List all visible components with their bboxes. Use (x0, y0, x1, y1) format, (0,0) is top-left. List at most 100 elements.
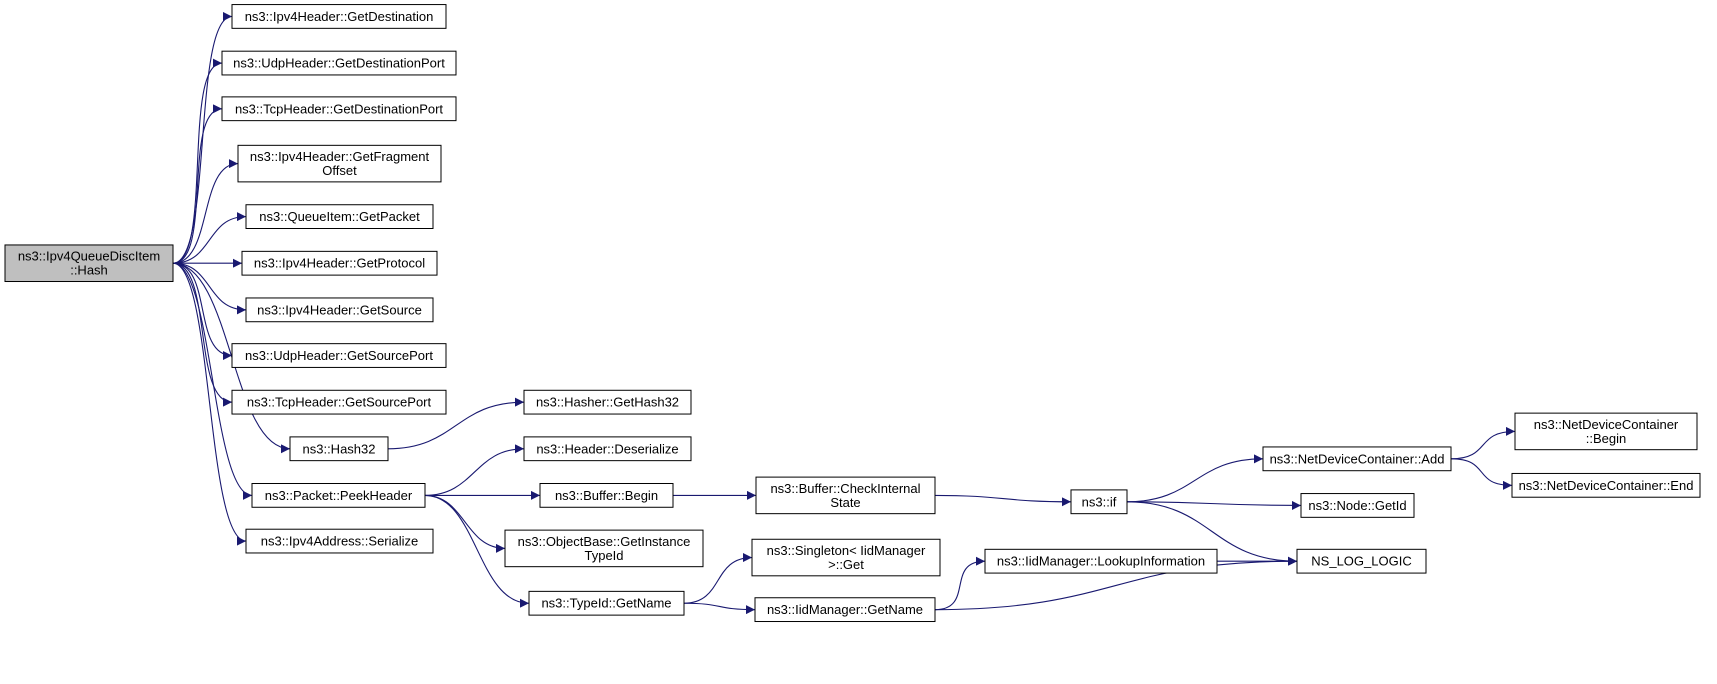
node-label-root: ::Hash (70, 263, 108, 278)
node-ipv4-getdestination[interactable]: ns3::Ipv4Header::GetDestination (231, 4, 447, 29)
edge-packet-peekheader-to-typeid-getname (424, 494, 530, 608)
node-box-iidmanager-getname (754, 597, 936, 623)
edge-iidmanager-getname-to-iidmanager-lookupinformation (934, 556, 986, 611)
node-box-udp-getsourceport (231, 343, 447, 368)
node-netdevicecontainer-end[interactable]: ns3::NetDeviceContainer::End (1511, 472, 1701, 498)
node-label-ns3-if: ns3::if (1082, 494, 1117, 509)
node-label-buffer-begin: ns3::Buffer::Begin (555, 488, 658, 503)
edge-root-to-ipv4-getsource (172, 262, 247, 315)
node-box-hasher-gethash32 (523, 389, 692, 415)
node-udp-getsourceport[interactable]: ns3::UdpHeader::GetSourcePort (231, 343, 447, 368)
node-box-tcp-getdestinationport (221, 96, 457, 122)
node-label-buffer-checkinternalstate: ns3::Buffer::CheckInternal (770, 481, 920, 496)
node-netdevicecontainer-begin[interactable]: ns3::NetDeviceContainer::Begin (1514, 412, 1698, 451)
node-box-ipv4address-serialize (245, 528, 434, 554)
node-iidmanager-getname[interactable]: ns3::IidManager::GetName (754, 597, 936, 623)
node-label-tcp-getsourceport: ns3::TcpHeader::GetSourcePort (247, 395, 432, 410)
node-buffer-begin[interactable]: ns3::Buffer::Begin (539, 483, 674, 508)
node-root[interactable]: ns3::Ipv4QueueDiscItem::Hash (4, 244, 174, 283)
edge-root-to-ipv4-getdestination (172, 12, 233, 264)
node-label-hash32: ns3::Hash32 (303, 441, 376, 456)
node-box-ipv4-getdestination (231, 4, 447, 29)
node-label-typeid-getname: ns3::TypeId::GetName (541, 596, 671, 611)
node-label-packet-peekheader: ns3::Packet::PeekHeader (265, 488, 413, 503)
node-box-ipv4-getfragmentoffset (237, 144, 442, 183)
node-node-getid[interactable]: ns3::Node::GetId (1300, 493, 1415, 518)
edge-root-to-tcp-getdestinationport (172, 104, 223, 264)
edge-netdevicecontainer-add-to-netdevicecontainer-end (1450, 458, 1513, 490)
node-ipv4-getprotocol[interactable]: ns3::Ipv4Header::GetProtocol (241, 250, 438, 276)
node-box-ns3-if (1070, 489, 1128, 515)
edge-root-to-ipv4-getfragmentoffset (172, 159, 239, 264)
edge-ns3-if-to-node-getid (1126, 500, 1302, 510)
node-box-packet-peekheader (251, 483, 426, 508)
node-ipv4address-serialize[interactable]: ns3::Ipv4Address::Serialize (245, 528, 434, 554)
node-label-netdevicecontainer-add: ns3::NetDeviceContainer::Add (1270, 451, 1445, 466)
node-box-buffer-checkinternalstate (755, 476, 936, 515)
node-label-ns-log-logic: NS_LOG_LOGIC (1311, 554, 1411, 569)
node-box-ipv4-getprotocol (241, 250, 438, 276)
node-label-ipv4-getprotocol: ns3::Ipv4Header::GetProtocol (254, 256, 425, 271)
node-label-netdevicecontainer-end: ns3::NetDeviceContainer::End (1519, 478, 1694, 493)
edge-iidmanager-getname-to-ns-log-logic (934, 556, 1298, 611)
node-netdevicecontainer-add[interactable]: ns3::NetDeviceContainer::Add (1262, 446, 1452, 472)
node-box-node-getid (1300, 493, 1415, 518)
edges-layer (172, 12, 1516, 615)
node-box-typeid-getname (528, 590, 685, 616)
node-box-tcp-getsourceport (231, 389, 447, 415)
edge-netdevicecontainer-add-to-netdevicecontainer-begin (1450, 426, 1516, 460)
node-label-ipv4-getfragmentoffset: Offset (322, 163, 357, 178)
node-label-header-deserialize: ns3::Header::Deserialize (536, 441, 678, 456)
node-label-udp-getsourceport: ns3::UdpHeader::GetSourcePort (245, 348, 433, 363)
node-ns-log-logic[interactable]: NS_LOG_LOGIC (1296, 548, 1427, 574)
node-queueitem-getpacket[interactable]: ns3::QueueItem::GetPacket (245, 204, 434, 229)
node-ipv4-getsource[interactable]: ns3::Ipv4Header::GetSource (245, 297, 434, 323)
node-box-queueitem-getpacket (245, 204, 434, 229)
edge-ns3-if-to-ns-log-logic (1126, 501, 1298, 566)
node-iidmanager-lookupinformation[interactable]: ns3::IidManager::LookupInformation (984, 548, 1218, 574)
edge-root-to-ipv4address-serialize (172, 262, 247, 546)
node-box-udp-getdestinationport (221, 50, 457, 76)
node-box-netdevicecontainer-add (1262, 446, 1452, 472)
node-singleton-get[interactable]: ns3::Singleton< IidManager >::Get (751, 538, 941, 577)
node-ns3-if[interactable]: ns3::if (1070, 489, 1128, 515)
edge-root-to-udp-getdestinationport (172, 58, 223, 264)
node-label-root: ns3::Ipv4QueueDiscItem (18, 249, 160, 264)
node-label-ipv4-getdestination: ns3::Ipv4Header::GetDestination (245, 9, 434, 24)
nodes-layer: ns3::Ipv4QueueDiscItem::Hashns3::Ipv4Hea… (4, 4, 1701, 623)
node-hasher-gethash32[interactable]: ns3::Hasher::GetHash32 (523, 389, 692, 415)
node-box-buffer-begin (539, 483, 674, 508)
edge-packet-peekheader-to-header-deserialize (424, 444, 525, 496)
edge-hash32-to-hasher-gethash32 (387, 397, 525, 450)
node-box-header-deserialize (523, 436, 692, 462)
node-hash32[interactable]: ns3::Hash32 (289, 436, 389, 462)
node-label-ipv4-getfragmentoffset: ns3::Ipv4Header::GetFragment (250, 149, 430, 164)
node-label-netdevicecontainer-begin: ::Begin (1586, 431, 1626, 446)
edge-root-to-udp-getsourceport (172, 262, 233, 361)
node-udp-getdestinationport[interactable]: ns3::UdpHeader::GetDestinationPort (221, 50, 457, 76)
node-label-ipv4-getsource: ns3::Ipv4Header::GetSource (257, 302, 422, 317)
node-box-iidmanager-lookupinformation (984, 548, 1218, 574)
node-tcp-getsourceport[interactable]: ns3::TcpHeader::GetSourcePort (231, 389, 447, 415)
node-label-buffer-checkinternalstate: State (830, 495, 860, 510)
node-label-objectbase-getinstancetypeid: ns3::ObjectBase::GetInstance (518, 534, 691, 549)
edge-packet-peekheader-to-objectbase-getinstancetypeid (424, 494, 506, 553)
node-label-ipv4address-serialize: ns3::Ipv4Address::Serialize (261, 534, 419, 549)
node-box-singleton-get (751, 538, 941, 577)
node-packet-peekheader[interactable]: ns3::Packet::PeekHeader (251, 483, 426, 508)
node-tcp-getdestinationport[interactable]: ns3::TcpHeader::GetDestinationPort (221, 96, 457, 122)
node-box-ipv4-getsource (245, 297, 434, 323)
node-label-singleton-get: >::Get (828, 557, 864, 572)
edge-ns3-if-to-netdevicecontainer-add (1126, 454, 1264, 503)
node-label-udp-getdestinationport: ns3::UdpHeader::GetDestinationPort (233, 56, 445, 71)
edge-typeid-getname-to-iidmanager-getname (683, 602, 756, 615)
node-box-root (4, 244, 174, 283)
node-typeid-getname[interactable]: ns3::TypeId::GetName (528, 590, 685, 616)
node-label-queueitem-getpacket: ns3::QueueItem::GetPacket (259, 209, 420, 224)
node-header-deserialize[interactable]: ns3::Header::Deserialize (523, 436, 692, 462)
node-box-netdevicecontainer-begin (1514, 412, 1698, 451)
